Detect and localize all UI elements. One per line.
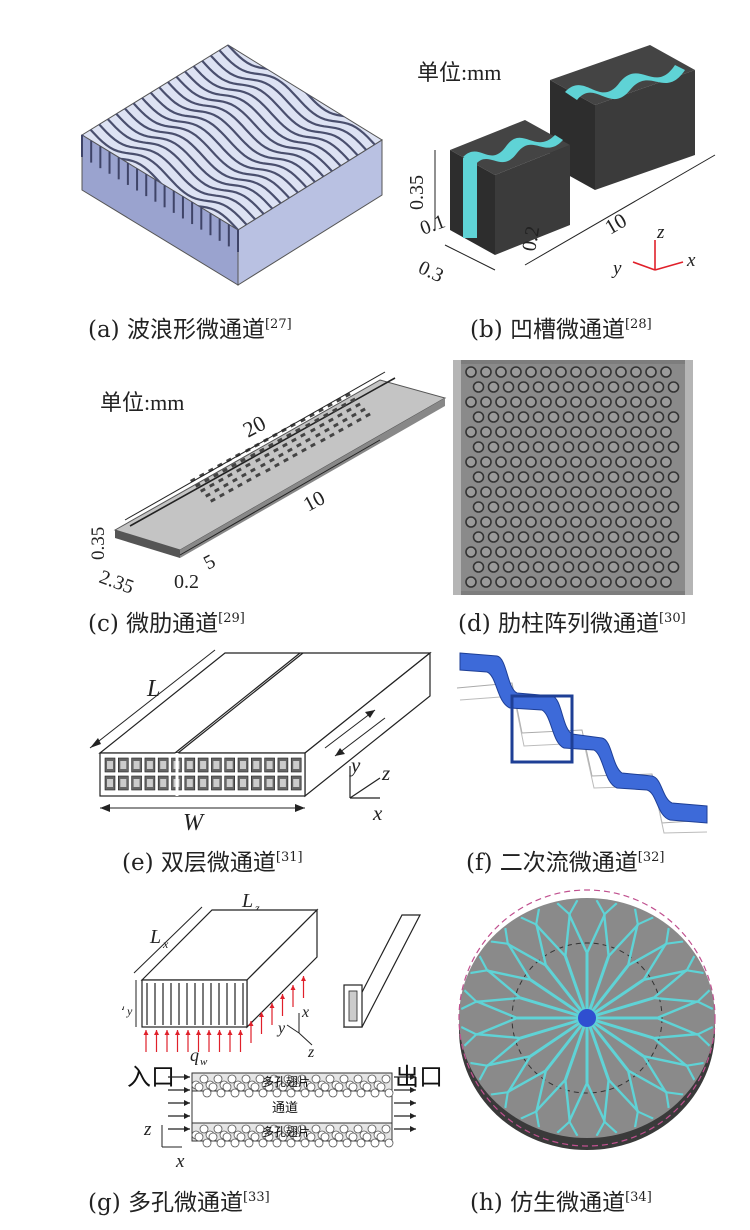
center-inlet — [578, 1009, 596, 1027]
dim-c-mid: 10 — [299, 485, 329, 516]
caption-g: (g) 多孔微通道[33] — [88, 1190, 270, 1216]
axes-triad-e — [349, 766, 381, 799]
axis-b-y: y — [611, 258, 622, 279]
dim-b-c: 0.3 — [415, 257, 447, 288]
axis-e-y: y — [349, 753, 361, 777]
dl-channel-cells — [104, 753, 302, 796]
dim-c-height: 0.35 — [88, 527, 109, 560]
label-porous-top: 多孔翅片 — [262, 1074, 310, 1089]
label-porous-bottom: 多孔翅片 — [262, 1124, 310, 1139]
panel-c-rib-diagram: 单位:mm 20 10 5 0.35 2.35 0.2 — [88, 371, 447, 599]
dim-c-short: 5 — [200, 550, 219, 574]
axes-triad-g — [286, 1013, 313, 1046]
label-g-Ly-sub: y — [126, 1004, 133, 1018]
label-inlet: 入口 — [127, 1065, 175, 1091]
axes-g2 — [161, 1125, 182, 1148]
wavy-grooves — [82, 45, 382, 230]
label-g-Lx: L — [149, 926, 161, 948]
panel-f-secondaryflow-diagram — [456, 652, 708, 834]
caption-f: (f) 二次流微通道[32] — [466, 850, 665, 876]
label-g-qw-sub: w — [200, 1056, 208, 1068]
dim-c-width: 2.35 — [96, 566, 136, 599]
cyan-groove-left — [463, 135, 563, 165]
panel-d-pinfin-image — [453, 360, 693, 595]
porous-circles — [191, 1074, 394, 1148]
axis-g-y: y — [276, 1020, 286, 1037]
axis-g-z: z — [307, 1044, 315, 1061]
caption-d: (d) 肋柱阵列微通道[30] — [458, 611, 686, 637]
caption-h: (h) 仿生微通道[34] — [470, 1190, 652, 1216]
axis-e-x: x — [372, 801, 383, 825]
block-right-side — [595, 70, 695, 190]
axis-g2-x: x — [175, 1151, 185, 1172]
rib-plate-side — [180, 398, 445, 558]
axis-g2-z: z — [143, 1119, 152, 1140]
flow-arrows — [168, 1074, 416, 1132]
axis-e-z: z — [381, 761, 390, 785]
rib-blocks — [190, 392, 371, 503]
axis-b-x: x — [686, 250, 696, 271]
block-left-side — [495, 145, 570, 255]
dim-b-b: 0.2 — [518, 224, 544, 252]
panel-e-doublelayer-diagram: L W y z x — [89, 649, 432, 833]
wavy-side-face — [237, 139, 383, 286]
pin-fin-array — [465, 366, 680, 588]
bionic-branches — [460, 899, 714, 1137]
label-g-Lz-sub: z — [254, 901, 260, 915]
dim-b-length: 10 — [601, 208, 631, 239]
porous-fins — [146, 983, 244, 1025]
unit-label-b: 单位:mm — [417, 60, 501, 85]
cyan-groove-right — [565, 65, 685, 100]
dim-b-a: 0.1 — [417, 210, 448, 239]
label-e-W: W — [183, 810, 205, 833]
cyan-channel-front — [463, 158, 477, 238]
wavy-slots — [81, 135, 239, 252]
caption-a: (a) 波浪形微通道[27] — [88, 317, 292, 343]
label-g-qw: q — [190, 1045, 199, 1065]
label-g-Lx-sub: x — [162, 937, 169, 951]
rib-plate-front — [115, 530, 180, 558]
axis-b-z: z — [656, 222, 665, 243]
caption-b: (b) 凹槽微通道[28] — [470, 317, 652, 343]
caption-c: (c) 微肋通道[29] — [88, 611, 245, 637]
panel-b-groove-diagram: 单位:mm 0.35 0.1 0.3 0.2 10 z x y — [406, 45, 716, 288]
label-g-Lz: L — [241, 890, 253, 912]
label-e-L: L — [146, 676, 160, 702]
highlight-box — [510, 694, 574, 764]
label-g-Ly: L — [122, 993, 125, 1015]
panel-g-porous-diagram: L z L x L y q w x y z 入口 出口 多孔翅片 通道 多孔翅片… — [122, 890, 443, 1172]
blue-channel — [459, 652, 708, 824]
dim-c-thick: 0.2 — [174, 571, 199, 593]
heat-flux-arrows — [143, 976, 306, 1052]
label-channel: 通道 — [272, 1100, 298, 1115]
axis-g-x: x — [301, 1004, 309, 1021]
axes-triad-b — [632, 240, 684, 271]
dim-c-length: 20 — [239, 410, 270, 442]
caption-e: (e) 双层微通道[31] — [122, 850, 303, 876]
panel-h-bionic-diagram — [458, 889, 716, 1150]
dim-b-height: 0.35 — [406, 175, 428, 210]
panel-a-wavy-diagram — [81, 44, 383, 286]
unit-label-c: 单位:mm — [100, 390, 184, 415]
